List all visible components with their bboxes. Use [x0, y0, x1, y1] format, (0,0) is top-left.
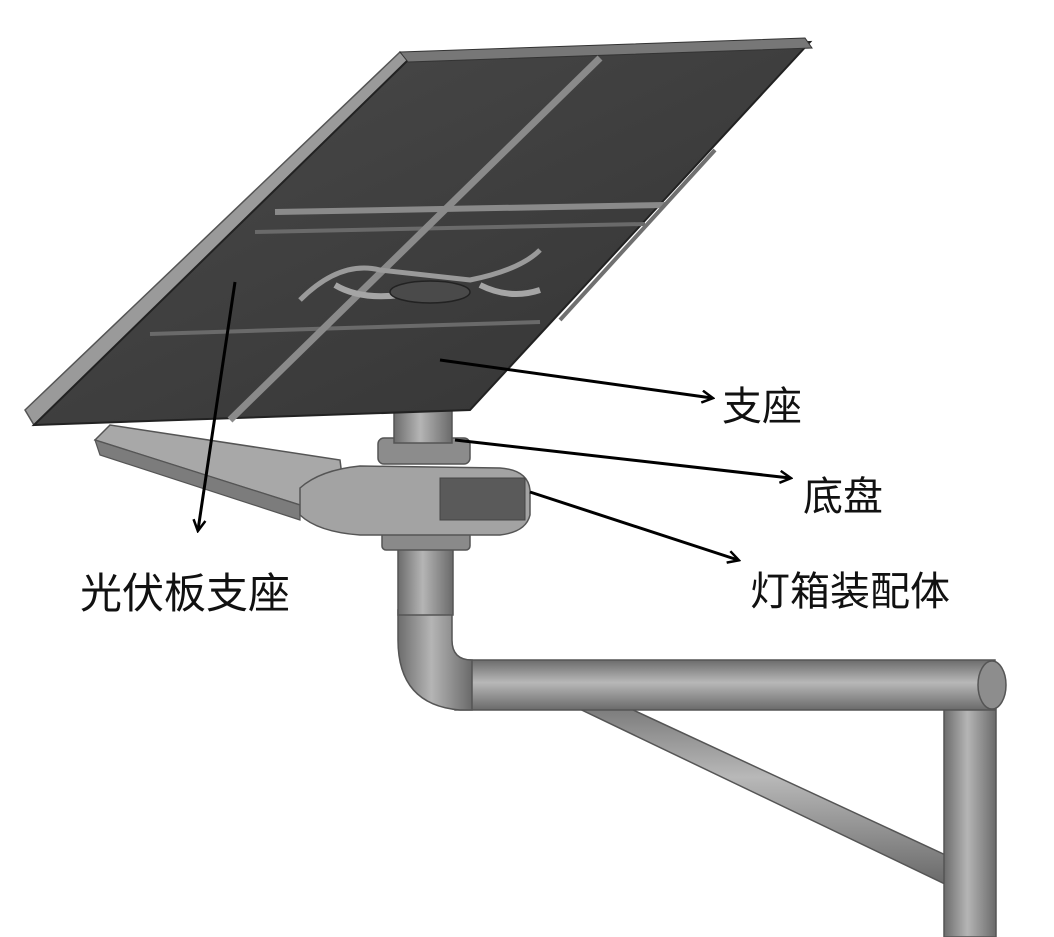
panel-frame-bar	[254, 222, 646, 234]
panel-divider	[558, 148, 717, 322]
lower-pipe	[397, 544, 454, 616]
panel-support-arm-side	[94, 439, 301, 521]
label-chassis: 底盘	[803, 474, 883, 520]
arm-end-cap	[977, 660, 1007, 710]
pipe-elbow	[397, 609, 473, 711]
arrow-pv-panel-support	[198, 281, 237, 530]
horizontal-arm	[454, 659, 996, 711]
label-support-base: 支座	[722, 384, 802, 430]
arrow-lamp-box-assembly	[529, 490, 738, 560]
label-pv-panel-support: 光伏板支座	[80, 569, 290, 618]
arrow-chassis	[454, 438, 790, 478]
diagonal-brace	[563, 689, 953, 886]
lamp-box-dark-face	[439, 477, 526, 521]
solar-panel-top-rail	[398, 37, 813, 63]
panel-frame-bar	[149, 320, 541, 336]
panel-divider	[227, 55, 603, 423]
panel-frame-bar	[274, 202, 666, 215]
arrow-support-base	[439, 358, 712, 398]
panel-mount-hub	[389, 280, 471, 304]
annotation-arrows	[198, 281, 790, 560]
lamp-pole-vertical	[943, 687, 997, 937]
panel-mount-bracket	[298, 248, 542, 302]
street-light-structure	[93, 282, 1007, 937]
label-lamp-box-assembly: 灯箱装配体	[750, 569, 950, 615]
solar-panel	[24, 37, 813, 427]
